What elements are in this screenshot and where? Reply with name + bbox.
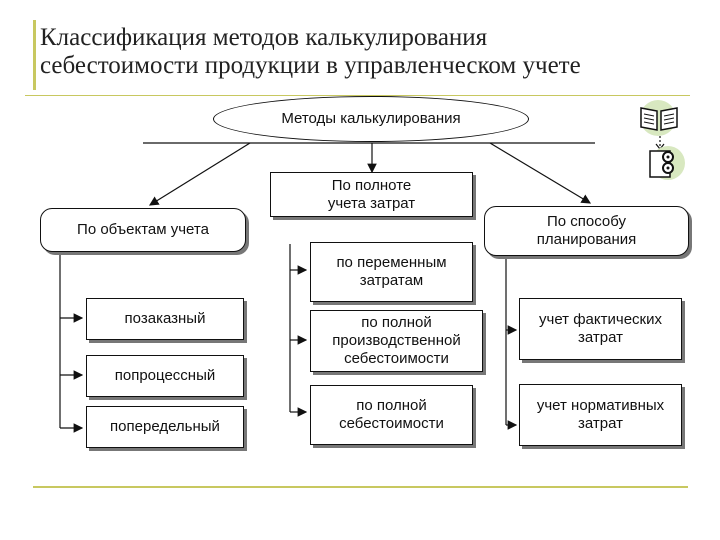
title-accent-bar [33,20,36,90]
completeness-item-full: по полной себестоимости [310,385,473,445]
objects-header: По объектам учета [40,208,246,252]
completeness-item-variable: по переменным затратам [310,242,473,302]
objects-item-order: позаказный [86,298,244,340]
objects-item-stage: попередельный [86,406,244,448]
book-icon [640,100,678,136]
planning-item-actual: учет фактических затрат [519,298,682,360]
objects-item-process: попроцессный [86,355,244,397]
root-node: Методы калькулирования [213,96,529,142]
page-title: Классификация методов калькулирования се… [40,24,700,80]
planning-item-normative: учет нормативных затрат [519,384,682,446]
title-line-2: себестоимости продукции в управленческом… [40,52,581,79]
title-line-1: Классификация методов калькулирования [40,24,488,51]
planning-header: По способу планирования [484,206,689,256]
completeness-item-production: по полной производственной себестоимости [310,310,483,372]
completeness-header: По полноте учета затрат [270,172,473,217]
film-reel-icon [649,146,685,180]
footer-rule [33,486,688,488]
